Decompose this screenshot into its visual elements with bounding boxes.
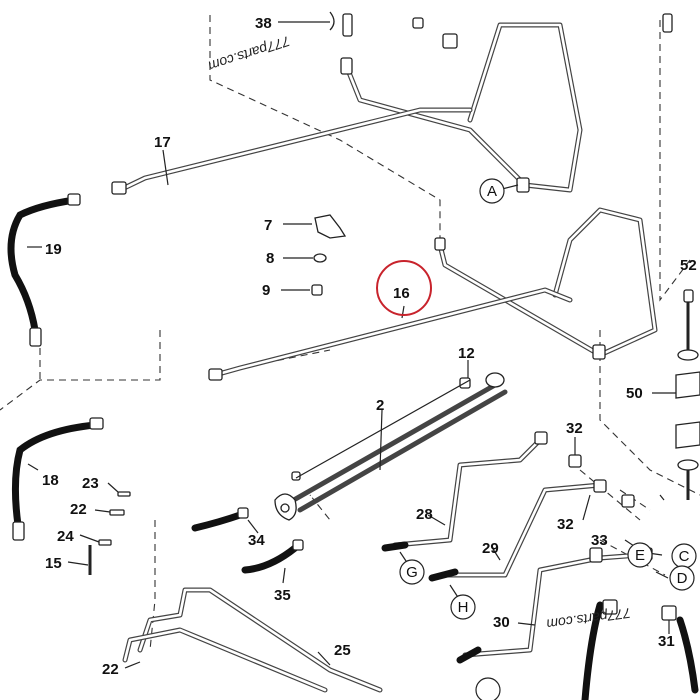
label-52: 52: [680, 257, 697, 274]
hose-35: [241, 539, 304, 574]
label-17: 17: [154, 134, 171, 151]
callout-h: H: [458, 599, 469, 616]
callout-circle-bottom: [475, 677, 501, 700]
label-16: 16: [393, 285, 410, 302]
watermark-bottom: 777parts.com: [545, 605, 632, 633]
label-25: 25: [334, 642, 351, 659]
label-32-lower: 32: [557, 516, 574, 533]
label-28: 28: [416, 506, 433, 523]
leader-lines: [27, 21, 676, 669]
clamp-parts-7-8-9: [311, 214, 347, 296]
callout-circle-a: [479, 178, 505, 204]
label-30: 30: [493, 614, 510, 631]
label-22-lower: 22: [102, 661, 119, 678]
label-38: 38: [255, 15, 272, 32]
label-23: 23: [82, 475, 99, 492]
tube-right-loop: [434, 207, 658, 360]
label-7: 7: [264, 217, 272, 234]
label-15: 15: [45, 555, 62, 572]
label-32-upper: 32: [566, 420, 583, 437]
label-31: 31: [658, 633, 675, 650]
tube-25: [122, 587, 383, 693]
tube-17: [111, 107, 473, 195]
callout-circle-d: [669, 565, 695, 591]
label-9: 9: [262, 282, 270, 299]
label-50: 50: [626, 385, 643, 402]
label-34: 34: [248, 532, 265, 549]
callout-circle-h: [450, 594, 476, 620]
callout-circle-g: [399, 559, 425, 585]
tube-a: [340, 22, 583, 193]
label-8: 8: [266, 250, 274, 267]
label-35: 35: [274, 587, 291, 604]
tube-16: [208, 287, 573, 381]
label-12: 12: [458, 345, 475, 362]
label-29: 29: [482, 540, 499, 557]
cylinder-2: [274, 372, 508, 521]
small-parts-left: [88, 491, 131, 575]
label-24: 24: [57, 528, 74, 545]
part-labels: 38 17 19 7 8 9 16 52 12 50 2 32 18 23 22…: [42, 15, 697, 678]
label-33: 33: [591, 532, 608, 549]
highlight-circle-16: [376, 260, 432, 316]
label-2: 2: [376, 397, 384, 414]
tube-29: [428, 479, 635, 582]
callout-g: G: [406, 564, 418, 581]
watermark-top: 777parts.com: [206, 33, 292, 75]
callout-d: D: [677, 570, 688, 587]
fittings-top: [329, 11, 673, 49]
hose-18: [11, 417, 104, 541]
callout-circle-e: [627, 542, 653, 568]
hose-19: [7, 193, 81, 347]
callout-e: E: [635, 547, 645, 564]
label-18: 18: [42, 472, 59, 489]
bolt-stack-52-50: [675, 289, 700, 500]
hose-34: [191, 507, 249, 532]
callout-c: C: [679, 548, 690, 565]
label-22-upper: 22: [70, 501, 87, 518]
callout-a: A: [487, 183, 497, 200]
label-19: 19: [45, 241, 62, 258]
